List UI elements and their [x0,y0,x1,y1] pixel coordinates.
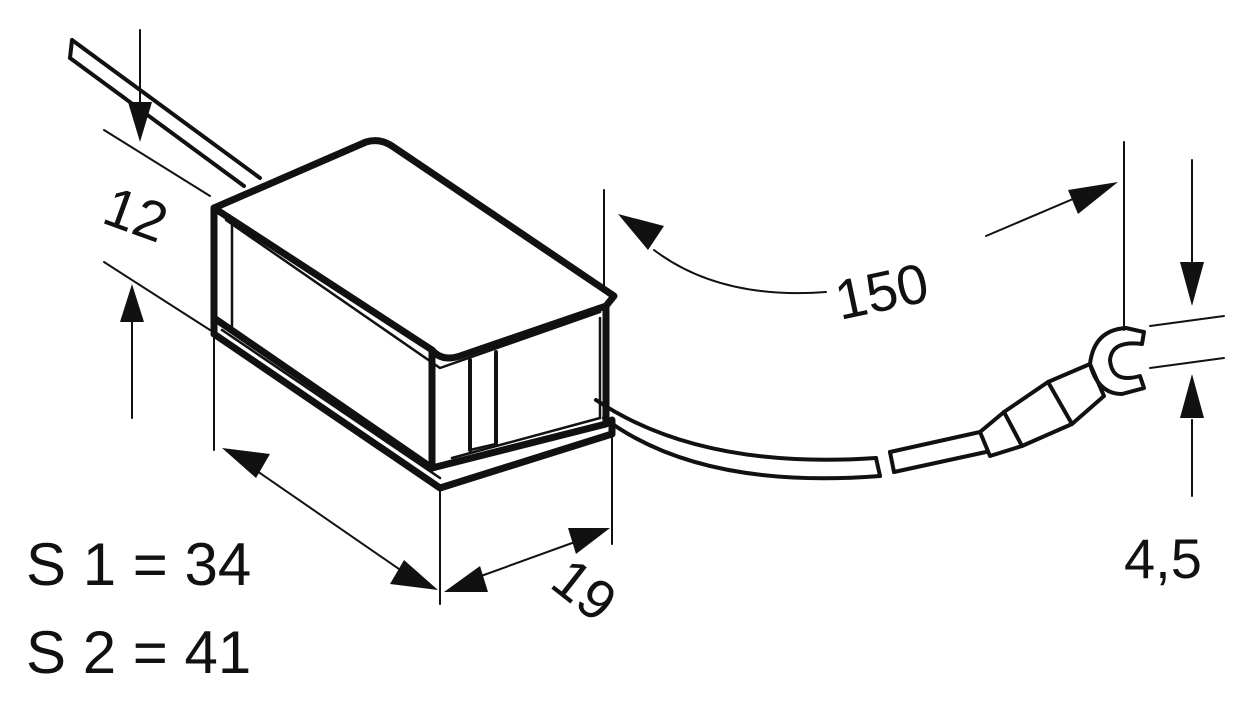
variant-label: S 2 [26,619,117,686]
size-variant-s2: S 2 = 41 [26,618,251,687]
variant-value: 41 [184,619,252,686]
variant-value: 34 [184,531,252,598]
variant-label: S 1 [26,531,117,598]
input-cable [68,38,262,188]
equals-sign: = [132,531,168,598]
terminal-width-label: 4,5 [1124,527,1202,590]
height-label: 12 [96,174,176,255]
fork-terminal [978,326,1146,458]
width-label: 19 [541,546,629,634]
size-variant-s1: S 1 = 34 [26,530,251,599]
cable-length-label: 150 [829,251,933,332]
output-cable [594,398,988,481]
dimension-height [103,29,211,419]
dimension-cable-length [603,141,1125,331]
dimension-terminal-width [1149,159,1225,497]
dimension-width [213,333,613,605]
equals-sign: = [132,619,168,686]
housing-box [210,137,618,492]
